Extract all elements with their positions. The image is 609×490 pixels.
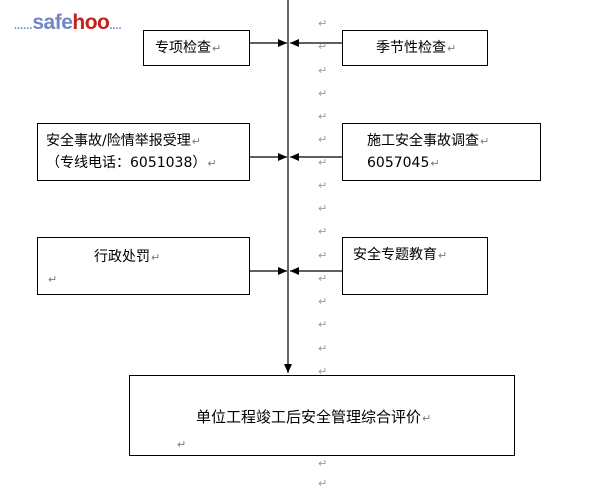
paragraph-mark-icon: ↵ <box>318 249 328 262</box>
paragraph-mark-icon: ↵ <box>212 42 222 55</box>
paragraph-mark-icon: ↵ <box>318 477 328 490</box>
paragraph-mark-icon: ↵ <box>318 342 328 355</box>
site-logo: ......safehoo.... <box>14 12 122 34</box>
paragraph-mark-icon: ↵ <box>318 179 328 192</box>
logo-text-safe: safe <box>32 11 73 34</box>
paragraph-mark-icon: ↵ <box>318 156 328 169</box>
box-label: 季节性检查 <box>376 40 446 56</box>
paragraph-mark-icon: ↵ <box>447 42 457 55</box>
paragraph-mark-icon: ↵ <box>177 438 187 451</box>
box-label-line2: （专线电话：6051038） <box>46 155 207 171</box>
paragraph-mark-icon: ↵ <box>318 17 328 30</box>
logo-text-hoo: hoo <box>72 11 110 34</box>
paragraph-mark-icon: ↵ <box>318 365 328 378</box>
box-label: 单位工程竣工后安全管理综合评价 <box>196 408 422 426</box>
paragraph-mark-icon: ↵ <box>318 110 328 123</box>
paragraph-mark-icon: ↵ <box>318 87 328 100</box>
box-label: 安全专题教育 <box>353 247 437 263</box>
paragraph-mark-icon: ↵ <box>318 40 328 53</box>
paragraph-mark-icon: ↵ <box>191 135 201 148</box>
box-label: 专项检查 <box>155 40 211 56</box>
box-final-evaluation: 单位工程竣工后安全管理综合评价↵ ↵ <box>129 375 515 456</box>
paragraph-mark-icon: ↵ <box>207 157 217 170</box>
box-seasonal-inspection: 季节性检查↵ <box>342 30 488 66</box>
box-safety-education: 安全专题教育↵ <box>342 237 488 295</box>
box-special-inspection: 专项检查↵ <box>143 30 250 66</box>
paragraph-mark-icon: ↵ <box>438 249 448 262</box>
paragraph-mark-icon: ↵ <box>318 225 328 238</box>
paragraph-mark-icon: ↵ <box>422 412 432 425</box>
paragraph-mark-icon: ↵ <box>318 272 328 285</box>
paragraph-mark-icon: ↵ <box>480 135 490 148</box>
box-label: 行政处罚 <box>94 249 150 265</box>
box-accident-investigation: 施工安全事故调查↵ 6057045↵ <box>342 123 541 181</box>
paragraph-mark-icon: ↵ <box>318 295 328 308</box>
paragraph-mark-icon: ↵ <box>318 133 328 146</box>
box-accident-report: 安全事故/险情举报受理↵ （专线电话：6051038）↵ <box>37 123 250 181</box>
paragraph-mark-icon: ↵ <box>48 273 58 286</box>
box-admin-penalty: 行政处罚↵ ↵ <box>37 237 250 295</box>
box-label-line1: 施工安全事故调查 <box>367 133 479 149</box>
box-label-line1: 安全事故/险情举报受理 <box>46 133 191 149</box>
paragraph-mark-icon: ↵ <box>318 64 328 77</box>
paragraph-mark-icon: ↵ <box>318 457 328 470</box>
logo-dots-right: .... <box>109 20 122 32</box>
paragraph-mark-icon: ↵ <box>151 251 161 264</box>
paragraph-mark-icon: ↵ <box>318 202 328 215</box>
paragraph-mark-icon: ↵ <box>430 157 440 170</box>
box-label-line2: 6057045 <box>367 155 430 171</box>
logo-dots-left: ...... <box>14 20 33 32</box>
paragraph-mark-icon: ↵ <box>318 318 328 331</box>
